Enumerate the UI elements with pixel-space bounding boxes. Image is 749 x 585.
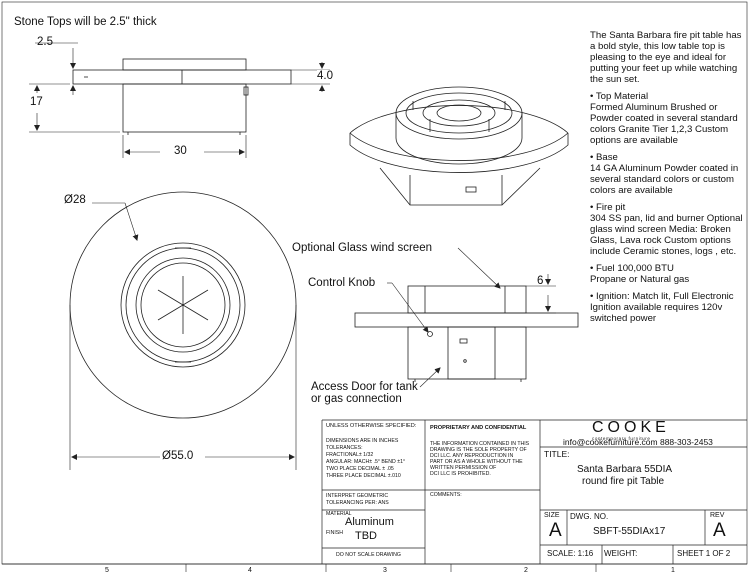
isometric-view: [349, 86, 569, 206]
tb-do-not-scale: DO NOT SCALE DRAWING: [336, 552, 401, 558]
fuel-title: • Fuel 100,000 BTU: [590, 263, 674, 274]
tb-dims-4: ANGULAR: MACH± .5° BEND ±1°: [326, 459, 406, 465]
tb-proprietary: PROPRIETARY AND CONFIDENTIAL: [430, 425, 527, 431]
tb-prop-4: PART OR AS A WHOLE WITHOUT THE: [430, 459, 523, 465]
fuel-body: Propane or Natural gas: [590, 274, 690, 285]
description-panel: The Santa Barbara fire pit table has a b…: [590, 30, 746, 330]
side-view-ring: [122, 58, 247, 71]
side-view-base: [122, 83, 247, 133]
tb-dims-2: TOLERANCES:: [326, 445, 363, 451]
dim-top-thickness: 2.5: [37, 36, 53, 48]
top-material-body: Formed Aluminum Brushed or Powder coated…: [590, 102, 738, 146]
callout-access-door-1: Access Door for tank: [311, 381, 418, 393]
tb-prop-1: THE INFORMATION CONTAINED IN THIS: [430, 441, 530, 447]
tb-material-label: MATERIAL: [326, 511, 352, 517]
brand-subtitle: contemporary furniture: [592, 436, 651, 441]
title-line-2: round fire pit Table: [582, 476, 665, 487]
dim-table-diameter: Ø55.0: [162, 450, 194, 462]
stone-tops-note: Stone Tops will be 2.5" thick: [14, 16, 157, 28]
plan-view-dimensions: [69, 202, 297, 470]
tb-finish: TBD: [355, 530, 377, 542]
dim-ring-diameter: Ø28: [64, 194, 86, 206]
firepit-body: 304 SS pan, lid and burner Optional glas…: [590, 213, 743, 257]
size-label: SIZE: [544, 512, 560, 519]
side-view: [72, 58, 292, 135]
sheet-number: SHEET 1 OF 2: [677, 549, 731, 558]
rev-label: REV: [710, 512, 725, 519]
dwg-number: SBFT-55DIAx17: [593, 526, 666, 537]
title-label: TITLE:: [544, 449, 570, 459]
tb-interpret-2: TOLERANCING PER: ANS: [326, 500, 389, 506]
tb-dims-5: TWO PLACE DECIMAL ± .05: [326, 466, 394, 472]
dwg-label: DWG. NO.: [570, 512, 609, 521]
zone-2: 2: [524, 567, 528, 574]
firepit-title: • Fire pit: [590, 202, 626, 213]
top-material-title: • Top Material: [590, 91, 649, 102]
tb-finish-label: FINISH: [326, 530, 344, 536]
title-block-frame: [321, 419, 747, 564]
base-body: 14 GA Aluminum Powder coated in several …: [590, 163, 739, 196]
zone-3: 3: [383, 567, 387, 574]
rev-value: A: [713, 520, 726, 541]
brand-logo: COOKE: [592, 419, 670, 436]
dim-height: 17: [30, 96, 43, 108]
dim-width: 30: [174, 145, 187, 157]
tb-dims-6: THREE PLACE DECIMAL ±.010: [326, 473, 401, 479]
front-view-tabletop: [354, 312, 579, 328]
tb-dims-1: DIMENSIONS ARE IN INCHES: [326, 438, 399, 444]
tb-prop-3: DCI LLC. ANY REPRODUCTION IN: [430, 453, 514, 459]
zone-5: 5: [105, 567, 109, 574]
title-line-1: Santa Barbara 55DIA: [577, 464, 673, 475]
contact-info: info@cookefurniture.com 888-303-2453: [563, 437, 713, 447]
tb-comments: COMMENTS:: [430, 492, 462, 498]
tb-prop-2: DRAWING IS THE SOLE PROPERTY OF: [430, 447, 527, 453]
tb-material: Aluminum: [345, 516, 394, 528]
dim-screen-height: 6: [537, 275, 544, 287]
zone-4: 4: [248, 567, 252, 574]
description-intro: The Santa Barbara fire pit table has a b…: [590, 30, 742, 85]
tb-prop-5: WRITTEN PERMISSION OF: [430, 465, 497, 471]
dim-ring-height: 4.0: [317, 70, 333, 82]
front-view: [354, 285, 579, 382]
ignition-text: • Ignition: Match lit, Full Electronic I…: [590, 291, 734, 324]
front-view-callouts: [387, 247, 556, 388]
tb-unless: UNLESS OTHERWISE SPECIFIED:: [326, 423, 417, 429]
scale: SCALE: 1:16: [547, 549, 594, 558]
tb-dims-3: FRACTIONAL± 1/32: [326, 452, 374, 458]
tb-prop-6: DCI LLC IS PROHIBITED.: [430, 471, 491, 477]
side-view-dimensions: [29, 42, 330, 158]
weight: WEIGHT:: [604, 549, 638, 558]
plan-view: [69, 191, 297, 419]
base-title: • Base: [590, 152, 618, 163]
callout-control-knob: Control Knob: [308, 277, 376, 289]
tb-interpret-1: INTERPRET GEOMETRIC: [326, 493, 389, 499]
callout-access-door-2: or gas connection: [311, 393, 402, 405]
callout-glass-screen: Optional Glass wind screen: [292, 242, 432, 254]
zone-1: 1: [671, 567, 675, 574]
size-value: A: [549, 520, 562, 541]
